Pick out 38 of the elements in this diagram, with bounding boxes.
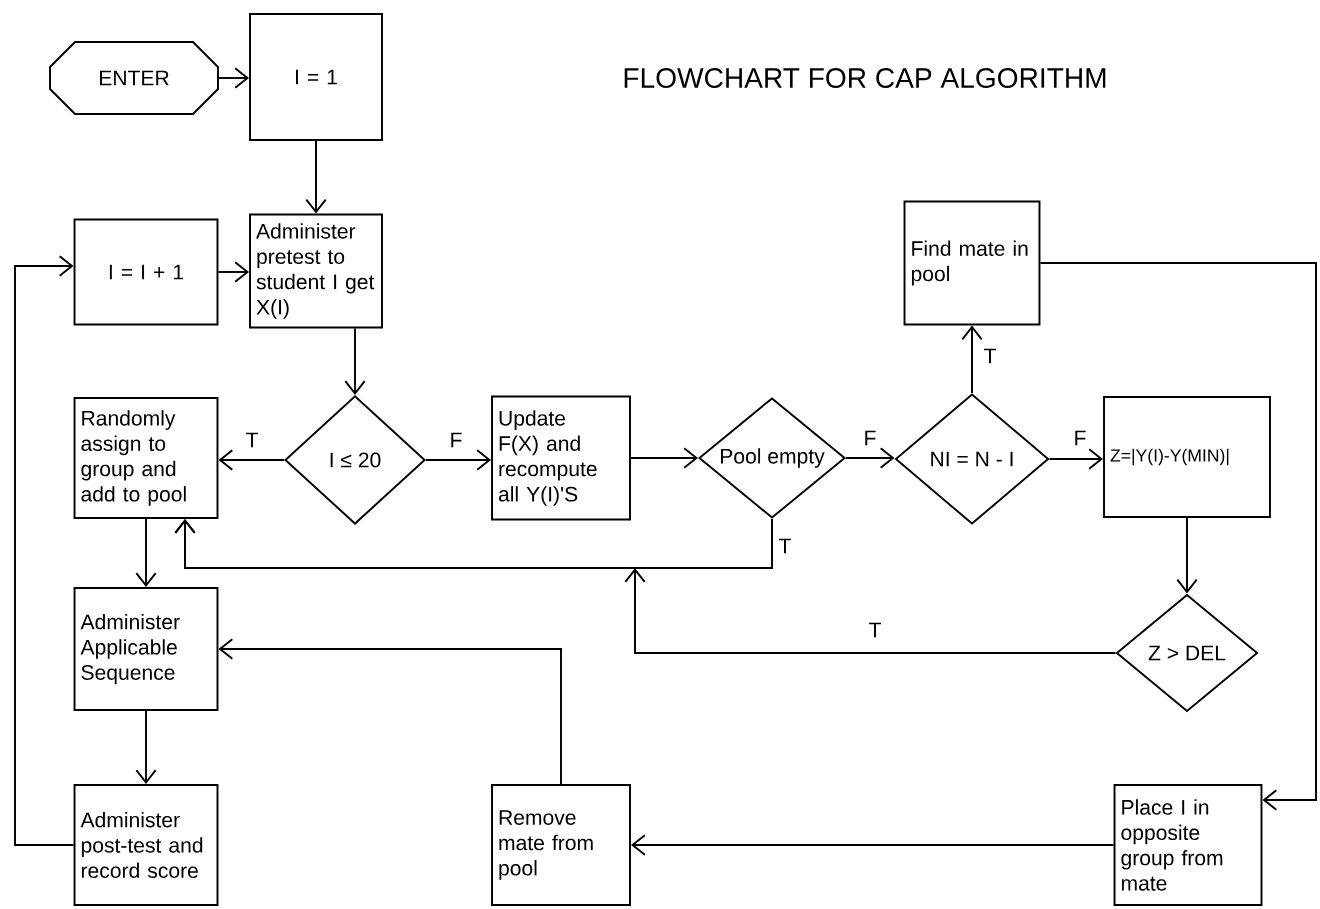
process-box: Randomly assign to group and add to pool (73, 397, 219, 519)
edge-label: T (776, 537, 794, 555)
arrow (218, 638, 562, 785)
process-box: Find mate in pool (903, 200, 1041, 326)
process-box: I = I + 1 (73, 218, 219, 326)
edge-label: F (861, 429, 879, 447)
arrow (961, 325, 983, 394)
title: FLOWCHART FOR CAP ALGORITHM (624, 68, 1106, 88)
edge-label: F (447, 431, 465, 449)
process-box: I = 1 (249, 13, 383, 141)
arrow (14, 255, 75, 846)
arrow (135, 518, 157, 588)
process-box: Administer pretest to student I get X(I) (249, 213, 383, 329)
arrow (344, 327, 366, 396)
arrow (305, 140, 327, 214)
arrow (630, 447, 699, 469)
arrow (217, 261, 250, 283)
process-box: Administer post-test and record score (73, 784, 219, 906)
edge-label: T (243, 431, 261, 449)
arrow (174, 518, 1117, 654)
arrow (218, 449, 286, 471)
arrow (1176, 517, 1198, 594)
edge-label: T (866, 621, 884, 639)
arrow (630, 834, 1115, 856)
arrow (1039, 262, 1317, 811)
edge-label: T (981, 347, 999, 365)
arrow (135, 710, 157, 785)
arrow (1048, 448, 1104, 470)
process-box: Remove mate from pool (491, 784, 631, 906)
edge-label: F (1071, 429, 1089, 447)
process-box: Place I in opposite group from mate (1113, 784, 1263, 906)
start-terminal: ENTER (49, 41, 219, 115)
arrow (845, 447, 895, 469)
process-box: Update F(X) and recompute all Y(I)'S (491, 395, 631, 521)
process-box: Z=|Y(I)-Y(MIN)| (1103, 396, 1271, 518)
process-box: Administer Applicable Sequence (73, 587, 219, 711)
arrow (218, 67, 250, 89)
arrow (425, 449, 492, 471)
